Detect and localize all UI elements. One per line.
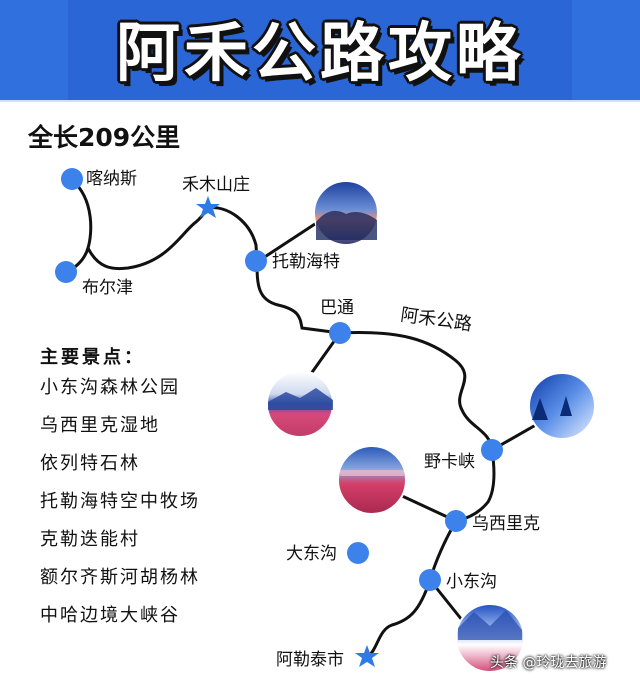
node-dadonggou [347, 542, 369, 564]
label-batong: 巴通 [320, 298, 354, 318]
node-kanas [61, 168, 83, 190]
attractions-title: 主要景点： [40, 347, 145, 368]
label-altay: 阿勒泰市 [276, 650, 344, 670]
label-xiaodonggou: 小东沟 [446, 572, 497, 592]
node-wuxilike [445, 510, 467, 532]
route-tuolehaite-photo [256, 220, 319, 264]
node-tuolehaite [245, 250, 267, 272]
photo-snowy-valley [455, 603, 525, 673]
route-xiaodonggou-altay [366, 579, 432, 659]
photo-pink-wetland [337, 445, 407, 515]
node-batong [329, 322, 351, 344]
route-batong-yekaxia [339, 331, 494, 451]
attraction-item: 乌西里克湿地 [40, 415, 160, 436]
label-tuolehaite: 托勒海特 [272, 252, 340, 272]
star-altay [355, 645, 379, 667]
attraction-item: 小东沟森林公园 [40, 377, 180, 398]
route-tuolehaite-batong [255, 261, 341, 335]
node-burqin [55, 261, 77, 283]
node-yekaxia [481, 439, 503, 461]
attraction-item: 依列特石林 [40, 453, 140, 474]
label-wuxilike: 乌西里克 [472, 514, 540, 534]
label-hemu: 禾木山庄 [182, 175, 250, 195]
photo-pink-meadow-mountains [266, 370, 334, 438]
route-yekaxia-wuxilike [455, 449, 496, 523]
title-banner-panel [68, 0, 572, 100]
label-kanas: 喀纳斯 [86, 169, 137, 189]
attractions-list: 小东沟森林公园 乌西里克湿地 依列特石林 托勒海特空中牧场 克勒迭能村 额尔齐斯… [40, 378, 200, 644]
page-title: 阿禾公路攻略 [116, 17, 524, 91]
attraction-item: 中哈边境大峡谷 [40, 605, 180, 626]
road-label: 阿禾公路 [399, 305, 473, 336]
route-burqin-hemu [86, 207, 210, 271]
watermark: 头条 @玲珑去旅游 [490, 655, 607, 671]
attraction-item: 托勒海特空中牧场 [40, 491, 200, 512]
node-xiaodonggou [419, 569, 441, 591]
label-dadonggou: 大东沟 [286, 544, 337, 564]
route-kanas-burqin [65, 178, 93, 274]
photo-snowy-forest [528, 372, 596, 440]
attraction-item: 额尔齐斯河胡杨林 [40, 567, 200, 588]
label-yekaxia: 野卡峡 [424, 452, 475, 472]
star-hemu [196, 196, 220, 218]
banner-divider [0, 100, 640, 102]
attraction-item: 克勒迭能村 [40, 529, 140, 550]
photo-sunset-mountains [313, 180, 379, 246]
label-burqin: 布尔津 [82, 278, 133, 298]
total-length-label: 全长209公里 [28, 123, 181, 152]
